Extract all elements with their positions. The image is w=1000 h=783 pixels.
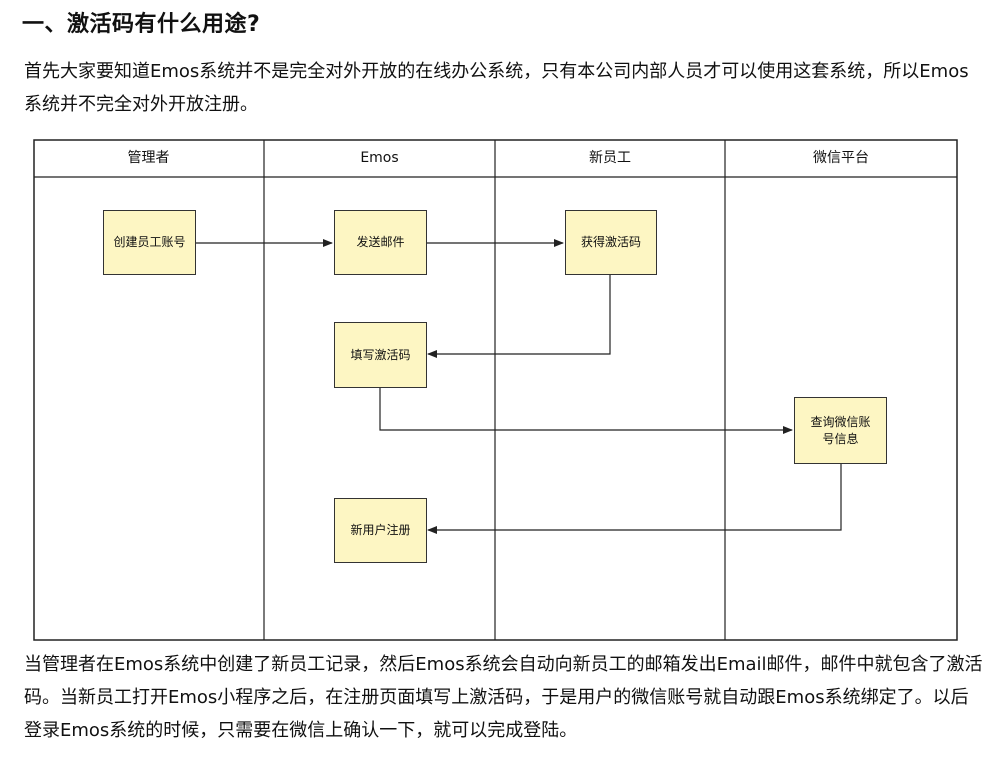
arrow-fill-to-query: [379, 388, 793, 434]
diagram-lines: [33, 139, 958, 641]
lane-header-manager: 管理者: [127, 150, 170, 166]
node-register: 新用户注册: [334, 498, 427, 563]
summary-paragraph: 当管理者在Emos系统中创建了新员工记录，然后Emos系统会自动向新员工的邮箱发…: [24, 654, 983, 741]
arrow-code-to-fill: [427, 275, 611, 358]
section-heading: 一、激活码有什么用途?: [22, 12, 261, 37]
lane-header-new-employee: 新员工: [589, 150, 631, 166]
node-send-email: 发送邮件: [334, 210, 427, 275]
arrow-query-to-register: [427, 464, 842, 534]
node-get-code: 获得激活码: [565, 210, 657, 275]
node-query-wechat: 查询微信账号信息: [794, 397, 887, 464]
swimlane-diagram: 管理者 Emos 新员工 微信平台 创建员工账号 发送邮件 获得激活码 填写激活…: [33, 139, 958, 642]
node-fill-code: 填写激活码: [334, 322, 427, 388]
node-create-account: 创建员工账号: [103, 210, 196, 275]
lane-header-wechat: 微信平台: [813, 150, 869, 166]
lane-header-emos: Emos: [360, 150, 399, 166]
intro-paragraph: 首先大家要知道Emos系统并不是完全对外开放的在线办公系统，只有本公司内部人员才…: [24, 61, 969, 115]
